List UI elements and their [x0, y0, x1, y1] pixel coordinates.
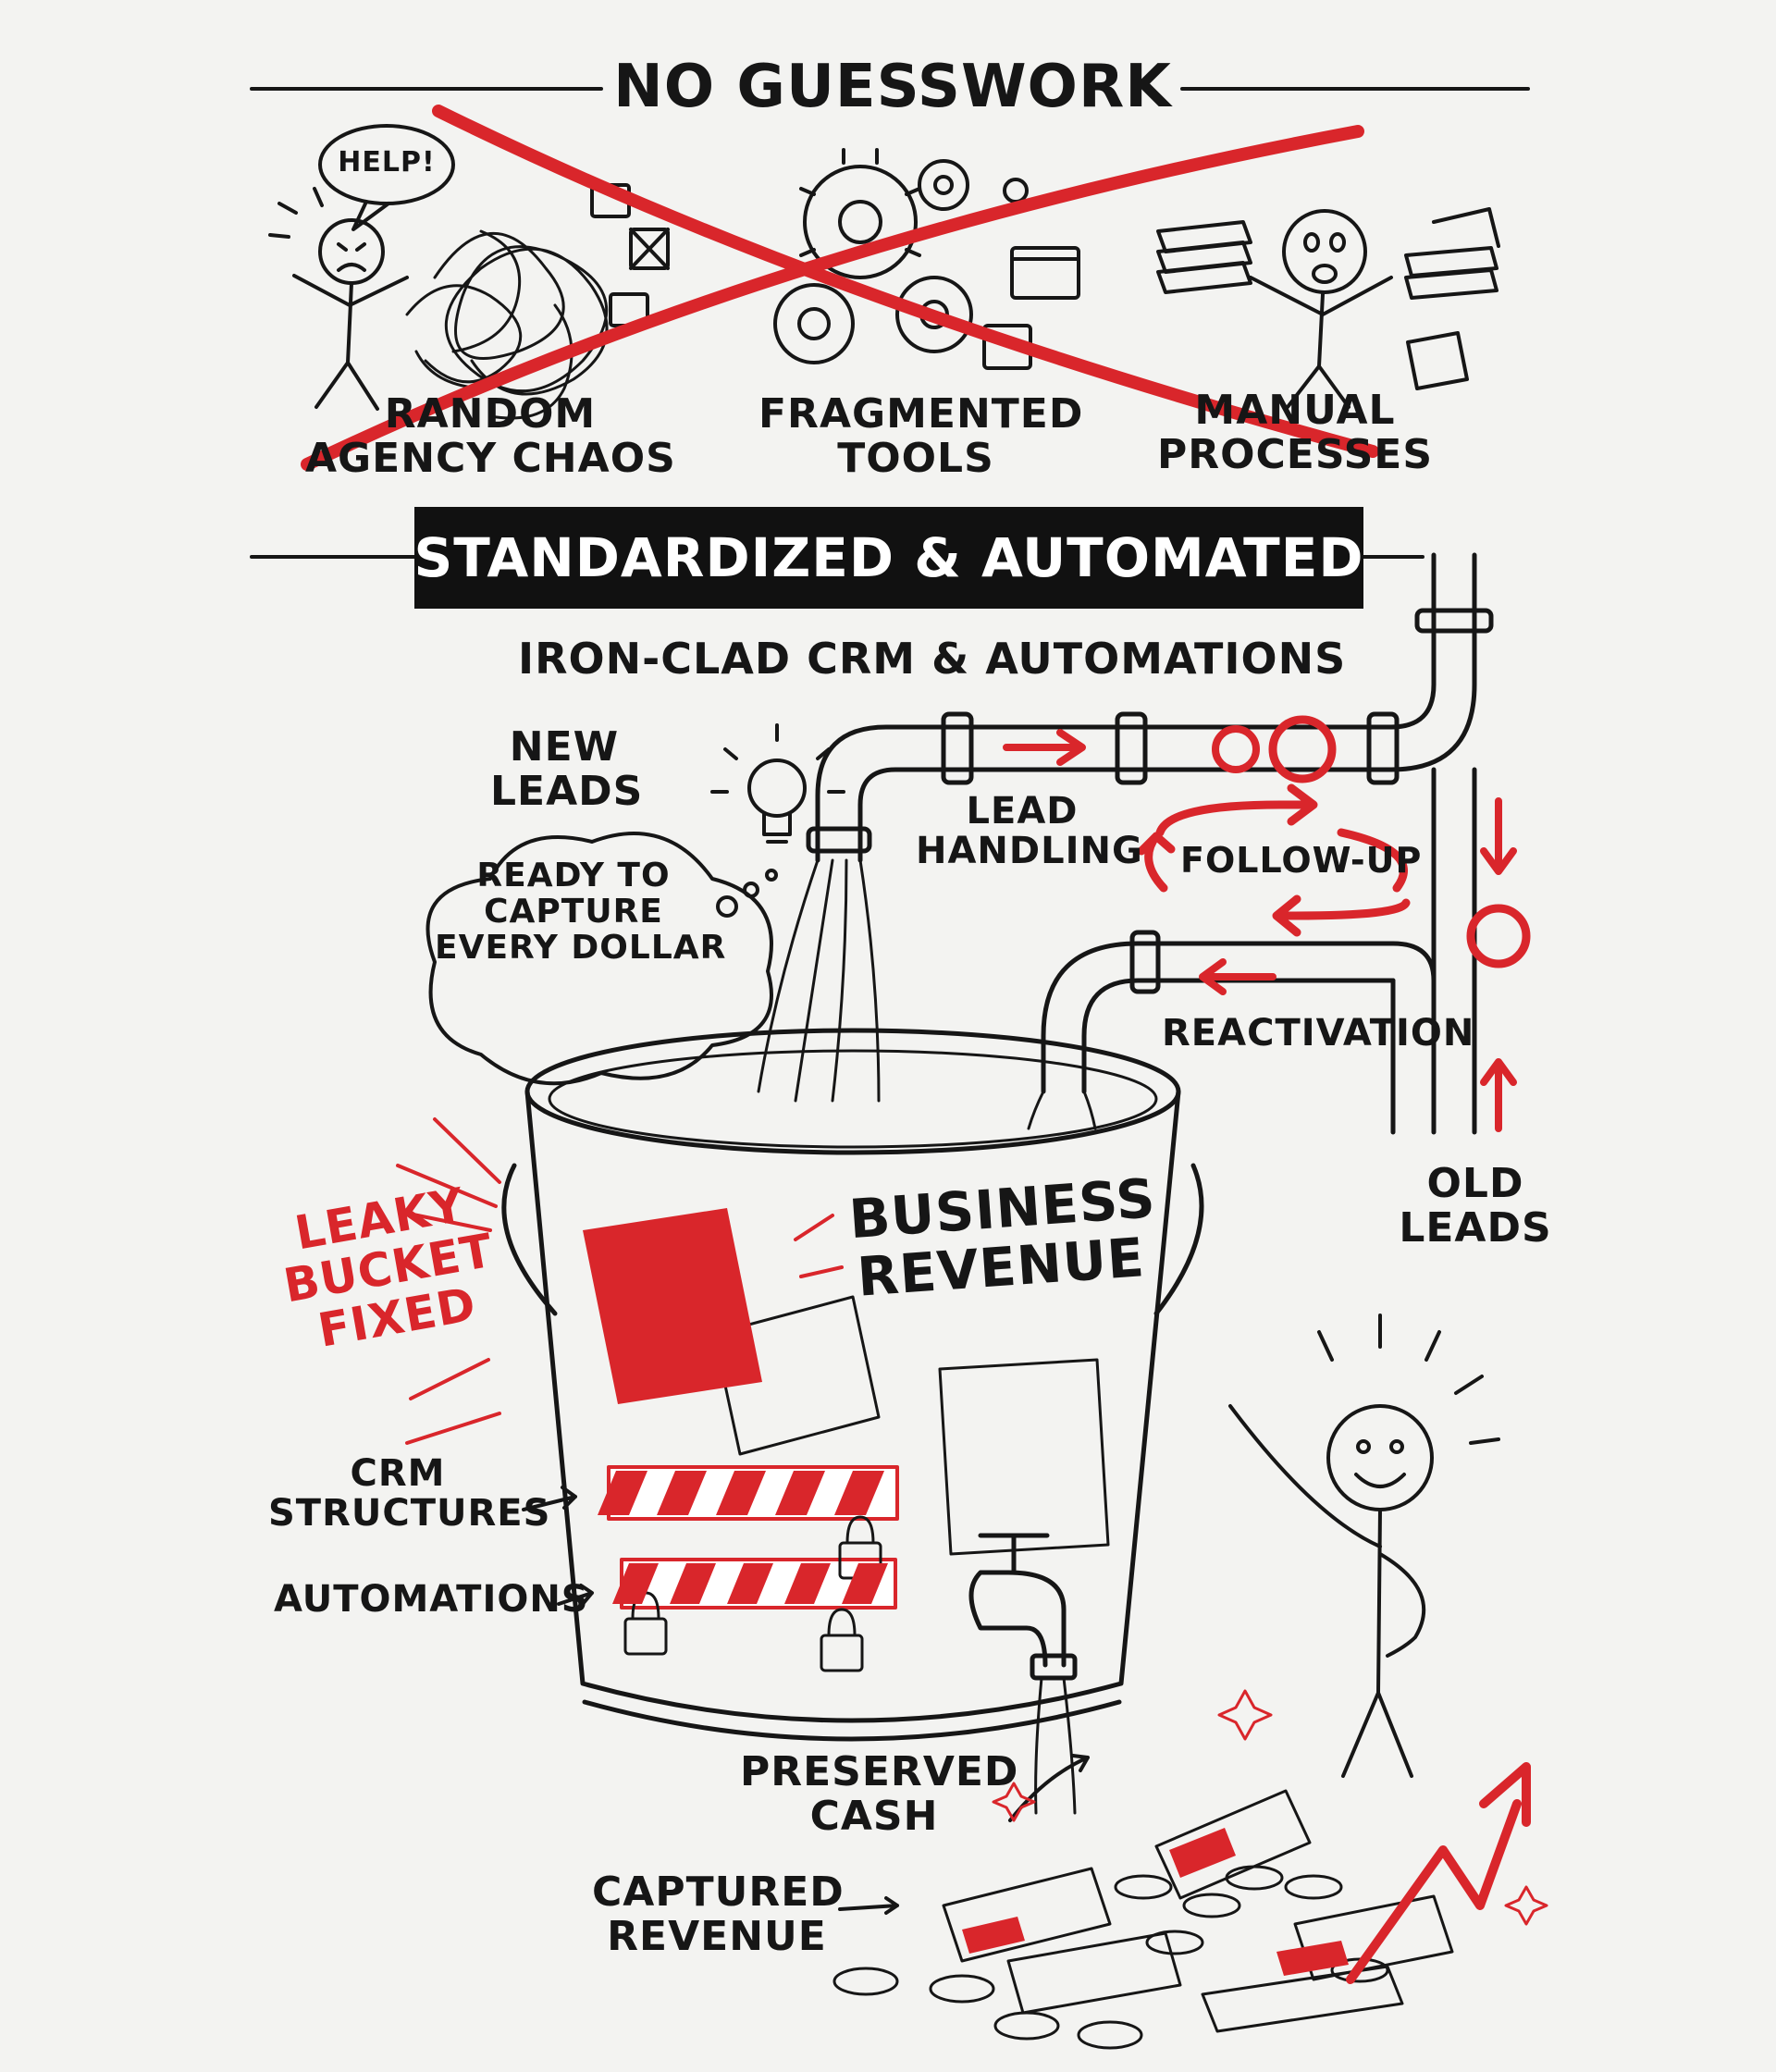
help-bubble-text: HELP!	[338, 146, 436, 179]
thought-cloud	[426, 832, 778, 1086]
bucket-label: BUSINESS REVENUE	[847, 1166, 1158, 1308]
preserved-cash-label: PRESERVED CASH	[740, 1748, 1019, 1840]
label-line: HANDLING	[916, 830, 1143, 873]
label-line: CAPTURE	[484, 892, 663, 931]
captured-revenue-label: CAPTURED REVENUE	[592, 1868, 845, 1960]
red-patch	[583, 1208, 762, 1404]
label-line: LEAD	[966, 790, 1079, 832]
bucket	[501, 1028, 1204, 1742]
problem-line: TOOLS	[837, 434, 994, 482]
paper-stack-icon	[1156, 207, 1500, 390]
problem-line: AGENCY CHAOS	[305, 434, 676, 482]
page-title: NO GUESSWORK	[613, 53, 1172, 121]
label-line: STRUCTURES	[268, 1492, 551, 1536]
label-line: NEW	[509, 723, 620, 771]
tangled-mess-icon	[405, 229, 609, 420]
problem-line: PROCESSES	[1156, 430, 1434, 478]
solution-banner: STANDARDIZED & AUTOMATED	[414, 507, 1363, 609]
lead-handling-label: LEAD HANDLING	[916, 790, 1143, 873]
overwhelmed-person-icon	[1249, 209, 1393, 409]
label-line: READY TO	[476, 857, 671, 894]
label-line: CASH	[809, 1792, 939, 1840]
automations-label: AUTOMATIONS	[274, 1578, 589, 1621]
problem-line: FRAGMENTED	[758, 390, 1084, 438]
faucet-icon	[968, 1533, 1078, 1815]
new-leads-label: NEW LEADS	[490, 723, 644, 815]
reactivation-label: REACTIVATION	[1162, 1012, 1475, 1054]
problem-label-manual-processes: MANUAL PROCESSES	[1156, 388, 1434, 476]
stressed-person-icon	[268, 187, 409, 411]
label-line: LEADS	[1399, 1203, 1552, 1252]
label-line: PRESERVED	[740, 1748, 1019, 1795]
label-line: REVENUE	[607, 1912, 827, 1960]
follow-up-label: FOLLOW-UP	[1180, 840, 1423, 881]
label-line: CAPTURED	[592, 1868, 845, 1916]
happy-person-icon	[1228, 1314, 1500, 1778]
label-line: EVERY DOLLAR	[435, 928, 727, 967]
thought-cloud-text: READY TO CAPTURE EVERY DOLLAR	[435, 857, 727, 967]
patch-icons	[712, 1295, 1110, 1556]
problem-line: RANDOM	[384, 390, 597, 438]
light-bulb-icon	[710, 723, 845, 844]
label-line: LEADS	[490, 767, 644, 815]
problem-label-fragmented-tools: FRAGMENTED TOOLS	[758, 390, 1084, 482]
fragmented-gears-icon	[773, 148, 1029, 364]
label-line: CRM	[350, 1452, 446, 1495]
crm-structures-label: CRM STRUCTURES	[268, 1452, 551, 1536]
problem-line: MANUAL	[1194, 387, 1396, 434]
water-stream	[757, 858, 1097, 1130]
label-line: OLD	[1426, 1160, 1524, 1207]
old-leads-label: OLD LEADS	[1397, 1162, 1554, 1250]
problem-label-random-agency-chaos: RANDOM AGENCY CHAOS	[305, 392, 675, 480]
subtitle: IRON-CLAD CRM & AUTOMATIONS	[518, 634, 1347, 684]
help-speech-bubble	[318, 124, 455, 231]
money-pile-icon	[832, 1789, 1454, 2050]
